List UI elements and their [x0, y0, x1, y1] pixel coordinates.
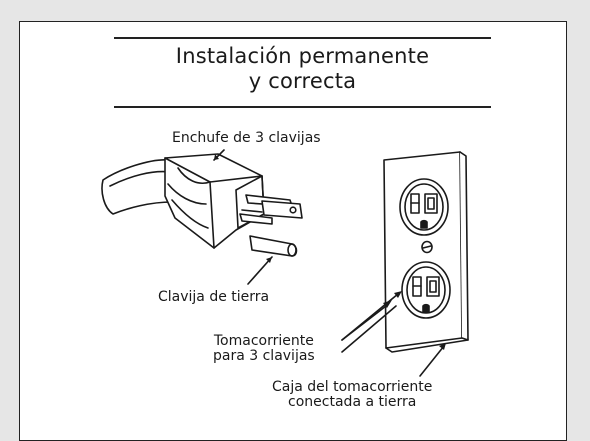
box-label-line-1: Caja del tomacorriente [272, 379, 433, 395]
title-rule-top [114, 37, 491, 39]
ground-pin-label: Clavija de tierra [158, 289, 270, 305]
three-prong-plug-icon [101, 153, 303, 257]
grounded-duplex-outlet-icon [383, 151, 469, 353]
diagram-panel [19, 21, 567, 441]
outlet-label-line-2: para 3 clavijas [213, 348, 315, 364]
title-line-1: Instalación permanente [175, 44, 430, 68]
outlet-label-line-1: Tomacorriente [213, 333, 314, 349]
plug-label: Enchufe de 3 clavijas [172, 130, 321, 146]
diagram-title: Instalación permanente y correcta [114, 44, 491, 94]
outlet-label: Tomacorriente para 3 clavijas [213, 334, 315, 364]
title-rule-bottom [114, 106, 491, 108]
box-label: Caja del tomacorriente conectada a tierr… [272, 380, 432, 410]
box-label-line-2: conectada a tierra [288, 394, 417, 410]
title-line-2: y correcta [248, 69, 357, 93]
